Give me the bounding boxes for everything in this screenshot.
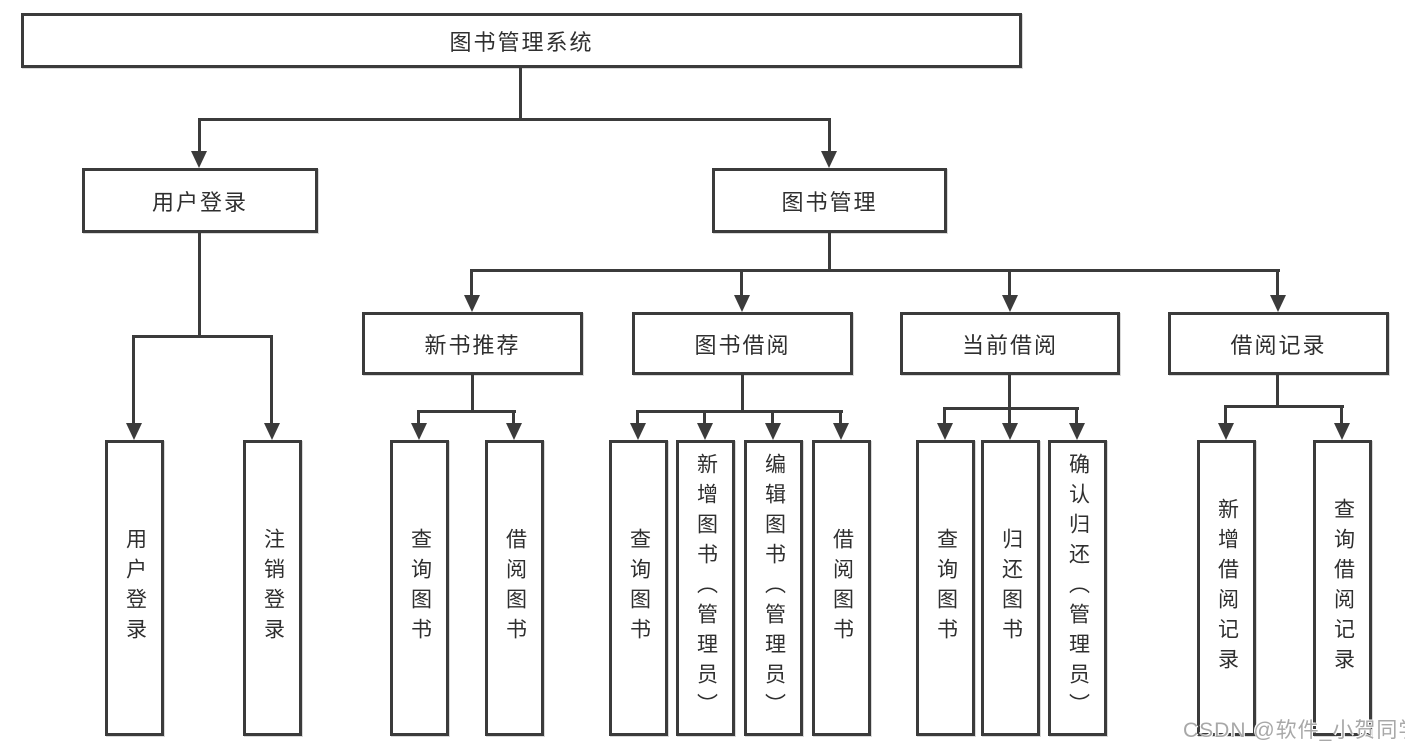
arrowhead-down-icon (734, 295, 750, 312)
leaf-label: 注销登录 (261, 528, 285, 648)
connector-line (132, 335, 135, 423)
leaf-current-query-books: 查询图书 (916, 440, 975, 736)
leaf-current-return-books: 归还图书 (981, 440, 1040, 736)
leaf-recommend-borrow-books: 借阅图书 (485, 440, 544, 736)
leaf-borrowing-borrow-books: 借阅图书 (812, 440, 871, 736)
node-library-management-system: 图书管理系统 (21, 13, 1022, 68)
leaf-label: 查询图书 (934, 528, 958, 648)
leaf-records-add-record: 新增借阅记录 (1197, 440, 1256, 736)
leaf-label: 确认归还（管理员） (1066, 453, 1090, 723)
connector-line (1276, 269, 1279, 296)
connector-line (198, 118, 201, 152)
watermark: CSDN @软件_小贺同学 (1183, 719, 1405, 742)
arrowhead-down-icon (1002, 423, 1018, 440)
connector-line (703, 410, 706, 423)
leaf-borrowing-query-books: 查询图书 (609, 440, 668, 736)
arrowhead-down-icon (765, 423, 781, 440)
connector-line (519, 68, 522, 118)
connector-line (741, 375, 744, 410)
node-new-book-recommendation: 新书推荐 (362, 312, 583, 375)
node-borrowing-records: 借阅记录 (1168, 312, 1389, 375)
connector-line (943, 407, 1079, 410)
connector-line (1075, 407, 1078, 423)
connector-line (828, 233, 831, 269)
connector-line (636, 410, 639, 423)
connector-line (512, 410, 515, 423)
leaf-label: 新增图书（管理员） (694, 453, 718, 723)
connector-line (1224, 405, 1227, 423)
leaf-label: 用户登录 (123, 528, 147, 648)
arrowhead-down-icon (1270, 295, 1286, 312)
node-label: 新书推荐 (424, 332, 521, 358)
connector-line (1340, 405, 1343, 423)
arrowhead-down-icon (1218, 423, 1234, 440)
leaf-label: 查询图书 (408, 528, 432, 648)
node-current-borrowing: 当前借阅 (900, 312, 1120, 375)
leaf-label: 查询图书 (627, 528, 651, 648)
connector-line (1008, 407, 1011, 423)
arrowhead-down-icon (411, 423, 427, 440)
connector-line (771, 410, 774, 423)
connector-line (198, 233, 201, 335)
arrowhead-down-icon (264, 423, 280, 440)
connector-line (270, 335, 273, 423)
leaf-current-confirm-return-admin: 确认归还（管理员） (1048, 440, 1107, 736)
connector-line (1008, 269, 1011, 296)
connector-line (132, 335, 273, 338)
node-label: 图书管理 (781, 189, 878, 215)
arrowhead-down-icon (191, 151, 207, 168)
connector-line (1276, 375, 1279, 405)
leaf-label: 借阅图书 (830, 528, 854, 648)
arrowhead-down-icon (833, 423, 849, 440)
node-label: 当前借阅 (961, 332, 1058, 358)
connector-line (470, 269, 1280, 272)
node-user-login: 用户登录 (82, 168, 318, 233)
connector-line (417, 410, 420, 423)
arrowhead-down-icon (464, 295, 480, 312)
arrowhead-down-icon (937, 423, 953, 440)
arrowhead-down-icon (506, 423, 522, 440)
connector-line (828, 118, 831, 152)
leaf-label: 查询借阅记录 (1331, 498, 1355, 678)
arrowhead-down-icon (1069, 423, 1085, 440)
connector-line (417, 410, 516, 413)
leaf-label: 新增借阅记录 (1215, 498, 1239, 678)
arrowhead-down-icon (1334, 423, 1350, 440)
leaf-label: 借阅图书 (503, 528, 527, 648)
leaf-records-query-record: 查询借阅记录 (1313, 440, 1372, 736)
leaf-recommend-query-books: 查询图书 (390, 440, 449, 736)
connector-line (943, 407, 946, 423)
connector-line (839, 410, 842, 423)
node-book-management: 图书管理 (712, 168, 947, 233)
connector-line (1224, 405, 1344, 408)
connector-line (470, 269, 473, 296)
leaf-user-login: 用户登录 (105, 440, 164, 736)
connector-line (198, 118, 831, 121)
leaf-logout: 注销登录 (243, 440, 302, 736)
arrowhead-down-icon (697, 423, 713, 440)
arrowhead-down-icon (821, 151, 837, 168)
connector-line (636, 410, 843, 413)
node-label: 图书管理系统 (449, 29, 594, 55)
node-label: 用户登录 (151, 189, 248, 215)
arrowhead-down-icon (126, 423, 142, 440)
leaf-label: 编辑图书（管理员） (762, 453, 786, 723)
connector-line (1008, 375, 1011, 407)
connector-line (740, 269, 743, 296)
leaf-label: 归还图书 (999, 528, 1023, 648)
arrowhead-down-icon (1002, 295, 1018, 312)
connector-line (471, 375, 474, 410)
arrowhead-down-icon (630, 423, 646, 440)
node-book-borrowing: 图书借阅 (632, 312, 853, 375)
node-label: 图书借阅 (694, 332, 791, 358)
leaf-borrowing-add-books-admin: 新增图书（管理员） (676, 440, 735, 736)
node-label: 借阅记录 (1230, 332, 1327, 358)
leaf-borrowing-edit-books-admin: 编辑图书（管理员） (744, 440, 803, 736)
